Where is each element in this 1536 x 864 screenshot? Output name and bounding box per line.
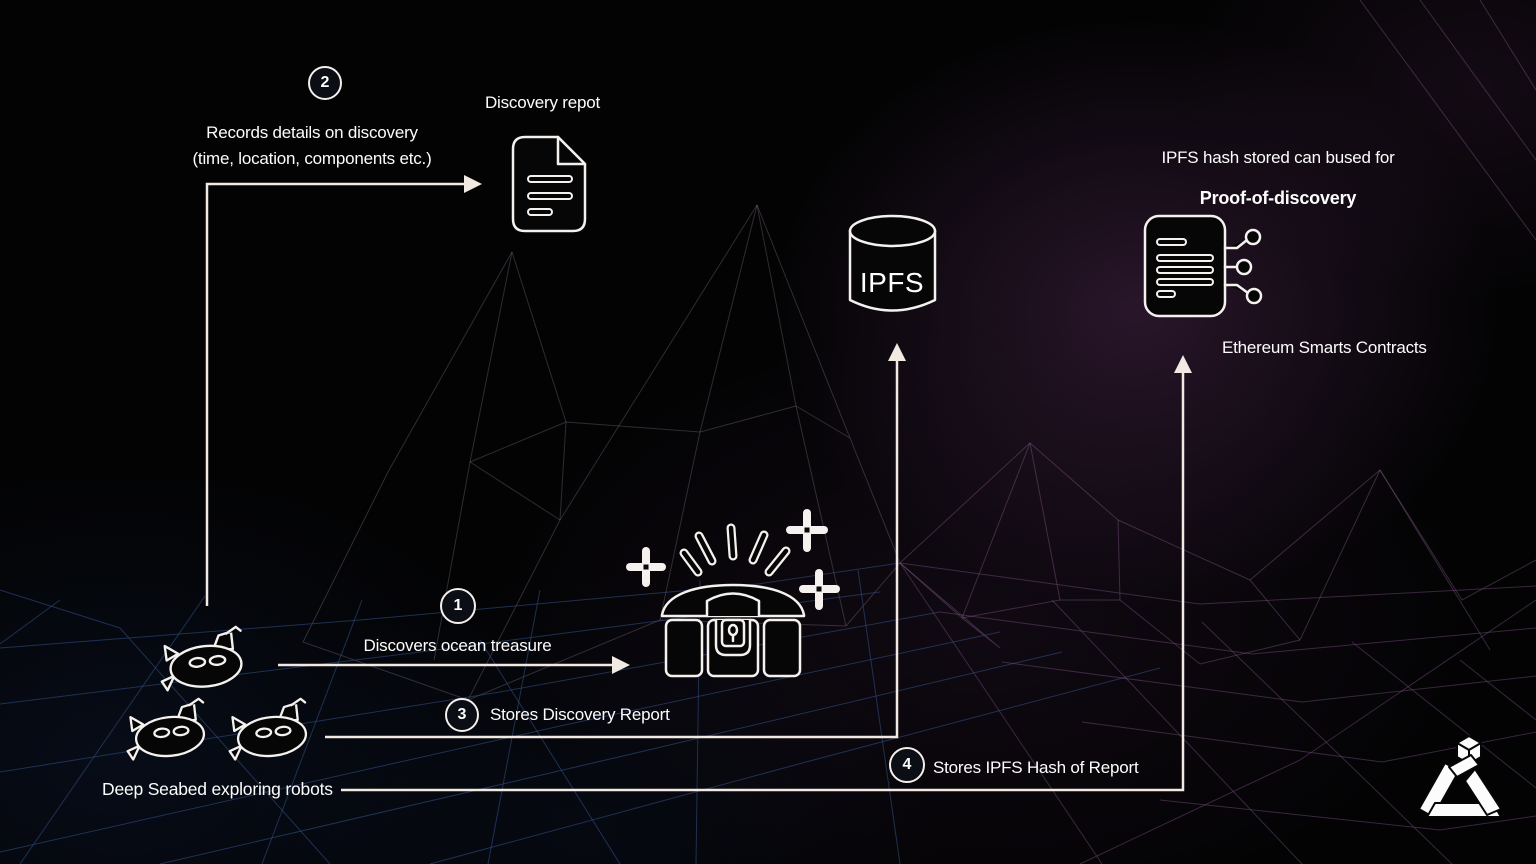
arrowhead-step-2 (464, 175, 482, 193)
step-4-label: Stores IPFS Hash of Report (933, 758, 1139, 777)
shine-rays (679, 523, 791, 577)
chest-body (660, 583, 806, 678)
database-icon: IPFS (848, 214, 937, 312)
sparkle-icon (626, 509, 840, 610)
robots-label: Deep Seabed exploring robots (102, 779, 333, 799)
step-4-badge: 4 (889, 747, 925, 783)
step-3-badge: 3 (445, 698, 479, 732)
submarine-icon-3 (228, 697, 310, 761)
document-icon (511, 135, 587, 233)
ethereum-heading: IPFS hash stored can bused for (1161, 148, 1395, 167)
discovery-report-label: Discovery repot (484, 93, 601, 112)
step-2-sublabel: (time, location, components etc.) (192, 149, 432, 168)
hills-wireframe (899, 0, 1536, 665)
arrow-step-3 (325, 361, 899, 739)
mountain-wireframe (302, 204, 901, 701)
proof-of-discovery-label: Proof-of-discovery (1199, 188, 1357, 208)
seabed-wireframe-right (899, 562, 1536, 864)
step-1-label: Discovers ocean treasure (363, 636, 552, 655)
ipfs-label: IPFS (860, 267, 924, 298)
step-3-label: Stores Discovery Report (490, 705, 670, 724)
arrowhead-step-3 (888, 343, 906, 361)
step-1-badge: 1 (440, 588, 476, 624)
flow-arrows (205, 175, 1192, 792)
arrowhead-step-1 (612, 656, 630, 674)
step-2-label: Records details on discovery (206, 123, 418, 142)
submarine-icon-1 (160, 625, 245, 692)
brand-logo-icon (1418, 735, 1502, 818)
ethereum-caption: Ethereum Smarts Contracts (1222, 338, 1427, 357)
arrow-step-4 (341, 373, 1185, 792)
submarine-icon-2 (126, 697, 208, 761)
treasure-chest-icon (626, 509, 840, 678)
arrowhead-step-4 (1174, 355, 1192, 373)
arrow-step-2 (205, 182, 464, 606)
step-2-badge: 2 (308, 66, 342, 100)
smart-contract-icon (1143, 214, 1263, 318)
seabed-wireframe (0, 562, 1161, 864)
